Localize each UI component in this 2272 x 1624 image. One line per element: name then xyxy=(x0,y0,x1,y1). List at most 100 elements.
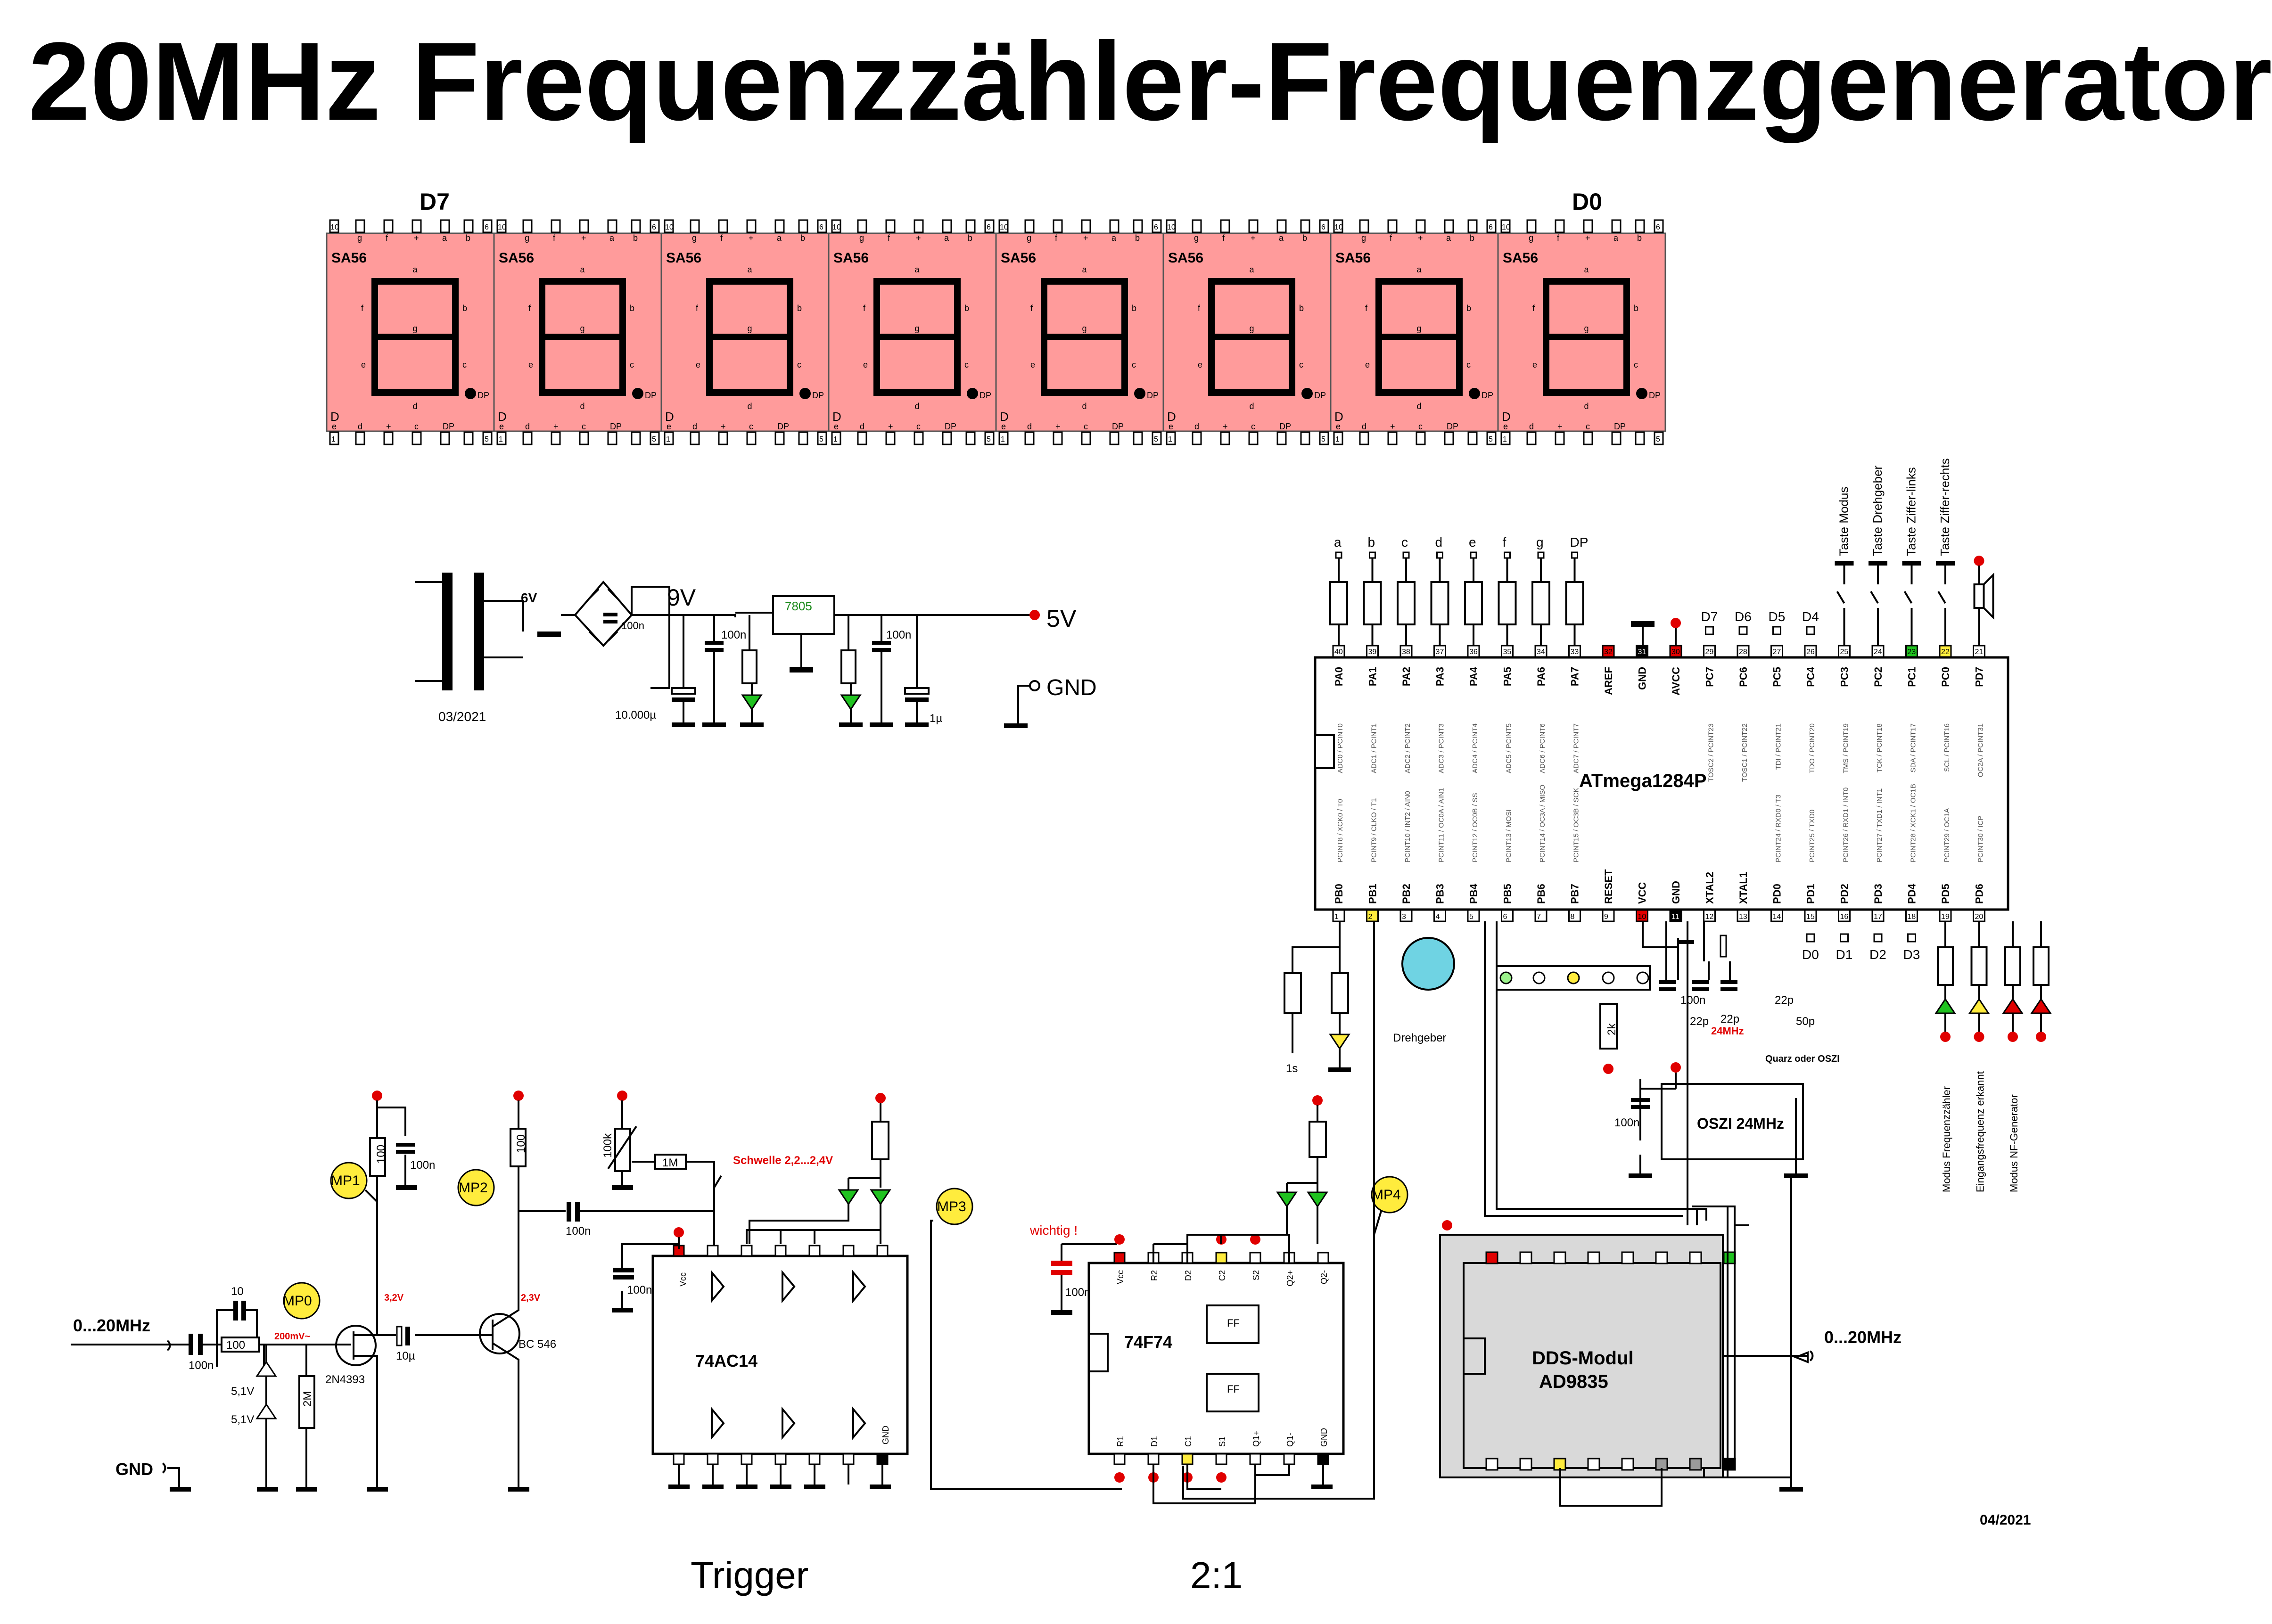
display-pin xyxy=(1276,431,1287,445)
ic-pin-label: Q1- xyxy=(1285,1433,1295,1447)
mcu-pin-num: 11 xyxy=(1671,913,1679,921)
dds-date: 04/2021 xyxy=(1980,1512,2031,1528)
pin-num-bottom-right: 5 xyxy=(485,435,489,443)
digit-d-label: D xyxy=(330,410,339,424)
mcu-pin-num: 25 xyxy=(1840,648,1849,656)
segment-d xyxy=(371,389,459,396)
button-cap xyxy=(1936,561,1955,566)
mcu-pin-alt: TDO / PCINT20 xyxy=(1808,723,1816,773)
display-pin xyxy=(1024,431,1035,445)
trigger-cap-label: 100n xyxy=(627,1284,652,1296)
display-pin xyxy=(1300,219,1310,233)
digit-d-label: D xyxy=(1334,410,1343,424)
pot-label: 100k xyxy=(601,1133,614,1158)
segment-b xyxy=(1289,278,1295,340)
seg-label-e: e xyxy=(1532,360,1537,369)
mcu-pin-num: 31 xyxy=(1638,648,1646,656)
mcu-pin-40 xyxy=(1332,645,1345,658)
pin-label-top: g xyxy=(859,233,864,243)
display-pin xyxy=(1611,431,1622,445)
mcu-pin-alt: ADC2 / PCINT2 xyxy=(1404,723,1412,773)
seg-label-a: a xyxy=(915,265,920,274)
seg-label-c: c xyxy=(630,360,634,369)
ic-pin-label: Q2- xyxy=(1319,1270,1329,1284)
display-pin xyxy=(857,219,867,233)
segment-f xyxy=(371,278,378,340)
digit-type: SA56 xyxy=(1335,250,1371,266)
pin-num-top-left: 10 xyxy=(1000,223,1008,231)
segment-c xyxy=(619,337,626,396)
display-pin xyxy=(1053,431,1063,445)
digit-type: SA56 xyxy=(1001,250,1036,266)
pin-label-top: + xyxy=(1251,233,1256,243)
r2m-label: 2M xyxy=(301,1391,314,1407)
threshold-label: Schwelle 2,2...2,4V xyxy=(733,1154,833,1167)
pin-label-bottom: DP xyxy=(1447,422,1458,431)
mcu-pin-name: PB1 xyxy=(1367,884,1379,904)
pin-num-top-right: 6 xyxy=(819,223,823,231)
osc-name: OSZI 24MHz xyxy=(1697,1115,1784,1132)
button-switch xyxy=(1836,566,1845,646)
pin-num-bottom-right: 5 xyxy=(1656,435,1660,443)
status-led xyxy=(1968,998,1990,1014)
display-pin xyxy=(463,219,474,233)
display-pin xyxy=(1654,219,1664,233)
ic-pin xyxy=(842,1453,855,1465)
pin-label-top: a xyxy=(777,233,782,243)
mcu-pin-17 xyxy=(1871,909,1885,922)
display-pin xyxy=(817,431,827,445)
trigger-chip-name: 74AC14 xyxy=(695,1351,757,1370)
display-pin xyxy=(942,219,952,233)
ic-pin xyxy=(1215,1453,1227,1465)
display-pin xyxy=(631,219,641,233)
display-pin xyxy=(650,219,660,233)
ic-pin xyxy=(808,1245,821,1257)
trigger-label: Trigger xyxy=(691,1554,808,1596)
schmitt-inverter xyxy=(782,1270,796,1304)
chip-74f74 xyxy=(1087,1262,1345,1455)
mcu-pin-name: PD0 xyxy=(1771,884,1783,904)
digit-d-label: D xyxy=(665,410,674,424)
led-label: Modus NF-Generator xyxy=(2008,1094,2020,1192)
pin-label-top: g xyxy=(357,233,362,243)
cap1-label: 100n xyxy=(721,629,746,641)
display-pin xyxy=(355,431,365,445)
divider-chip-name: 74F74 xyxy=(1124,1332,1172,1352)
mcu-pin-alt: TMS / PCINT19 xyxy=(1842,723,1850,773)
digit-type: SA56 xyxy=(666,250,701,266)
mcu-seg-label: d xyxy=(1435,535,1443,550)
mcu-pin-alt: PCINT30 / ICP xyxy=(1977,816,1985,862)
mcu-pin-alt: PCINT15 / OC3B / SCK xyxy=(1572,788,1581,862)
pin-label-bottom: DP xyxy=(610,422,622,431)
mcu-pin-name: PB0 xyxy=(1333,884,1345,904)
display-pin xyxy=(496,431,507,445)
mcu-pin-num: 26 xyxy=(1806,648,1815,656)
mcu-pin-num: 8 xyxy=(1571,913,1575,921)
segment-a xyxy=(706,278,793,285)
ps-date: 03/2021 xyxy=(438,709,486,724)
clk-cap-100n: 100n xyxy=(1680,994,1705,1007)
seg-resistor xyxy=(1363,581,1382,625)
seg-label-e: e xyxy=(863,360,868,369)
display-pin xyxy=(1319,431,1329,445)
digit-terminal xyxy=(1806,933,1815,943)
pin-label-bottom: + xyxy=(553,422,559,431)
mcu-pin-num: 38 xyxy=(1402,648,1410,656)
segment-b xyxy=(1623,278,1630,340)
pin-label-top: f xyxy=(1222,233,1225,243)
pin-label-top: f xyxy=(553,233,556,243)
button-label: Taste Drehgeber xyxy=(1870,465,1885,556)
display-pin xyxy=(1500,431,1511,445)
seg-label-c: c xyxy=(1299,360,1303,369)
digit-type: SA56 xyxy=(499,250,534,266)
digit-select-label: D2 xyxy=(1869,947,1886,962)
ratio-label: 2:1 xyxy=(1190,1554,1243,1596)
ic-pin-label: GND xyxy=(1319,1428,1329,1447)
seg-label-f: f xyxy=(1030,303,1033,313)
pin-label-top: a xyxy=(609,233,615,243)
wichtig-label: wichtig ! xyxy=(1029,1223,1078,1238)
